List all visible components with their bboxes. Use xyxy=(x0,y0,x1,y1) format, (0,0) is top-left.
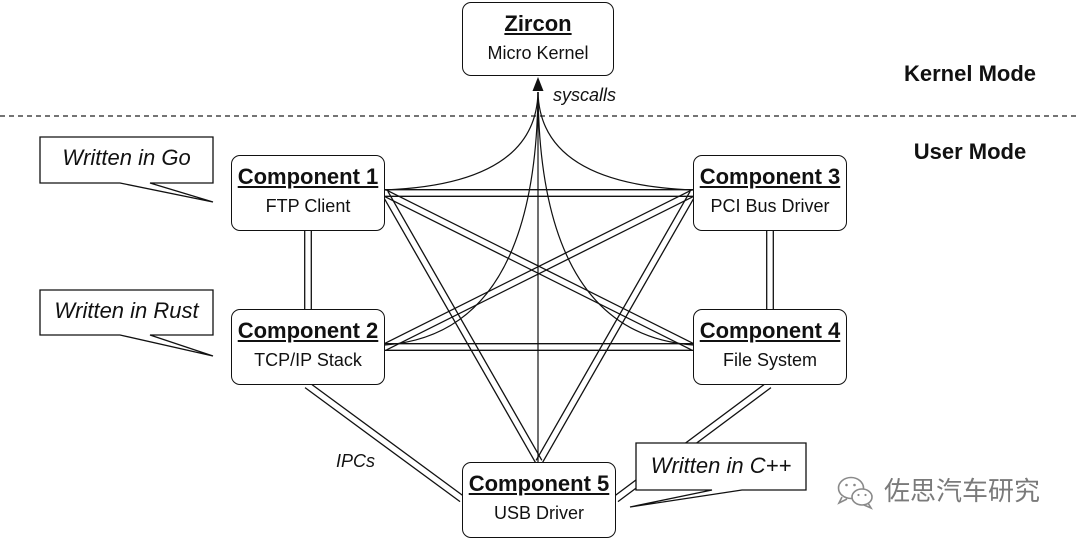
ipc-link-c3-c4 xyxy=(766,231,774,309)
syscalls-label: syscalls xyxy=(553,85,617,105)
ipc-link-c1-c3 xyxy=(385,189,693,197)
component-5-box: Component 5 USB Driver xyxy=(462,462,616,538)
callout-go-text: Written in Go xyxy=(62,145,191,170)
wechat-icon xyxy=(837,476,873,510)
zircon-kernel-box: Zircon Micro Kernel xyxy=(462,2,614,76)
ipc-link-rail xyxy=(308,381,465,497)
component-2-title: Component 2 xyxy=(237,318,379,343)
callout-cpp-shape xyxy=(629,442,807,508)
component-3-title: Component 3 xyxy=(699,164,841,189)
syscall-link-c3 xyxy=(537,91,694,191)
syscall-links xyxy=(384,91,694,462)
watermark-text: 佐思汽车研究 xyxy=(884,477,1041,507)
component-4-subtitle: File System xyxy=(722,350,818,370)
ipc-link-rail xyxy=(386,189,695,345)
user-mode-label: User Mode xyxy=(913,139,1027,164)
ipc-link-c2-c5 xyxy=(304,381,465,503)
ipc-link-rail xyxy=(304,387,461,503)
syscall-arrowhead xyxy=(532,77,544,91)
ipc-links xyxy=(304,189,774,503)
component-3-box: Component 3 PCI Bus Driver xyxy=(693,155,847,231)
component-5-subtitle: USB Driver xyxy=(493,503,584,523)
ipc-link-c1-c2 xyxy=(304,231,312,309)
ipc-link-c3-c5 xyxy=(535,191,697,464)
component-4-box: Component 4 File System xyxy=(693,309,847,385)
ipc-link-c2-c4 xyxy=(385,343,693,351)
ipc-link-rail xyxy=(541,194,697,464)
component-3-subtitle: PCI Bus Driver xyxy=(710,196,830,216)
component-1-title: Component 1 xyxy=(237,164,379,189)
ipc-link-rail xyxy=(381,194,537,464)
component-5-title: Component 5 xyxy=(468,471,610,496)
zircon-subtitle: Micro Kernel xyxy=(487,43,589,63)
callout-cpp-text: Written in C++ xyxy=(650,453,792,478)
ipc-link-rail xyxy=(387,191,543,461)
ipcs-label: IPCs xyxy=(336,451,376,471)
ipc-link-c3-c2 xyxy=(383,189,695,351)
syscall-link-c1 xyxy=(384,91,539,191)
ipc-link-c1-c4 xyxy=(383,189,695,351)
component-1-subtitle: FTP Client xyxy=(265,196,351,216)
callout-go-shape xyxy=(39,136,214,203)
kernel-mode-label: Kernel Mode xyxy=(903,61,1037,86)
ipc-link-c1-c5 xyxy=(381,191,543,464)
syscall-link-c4 xyxy=(537,91,694,346)
ipc-link-rail xyxy=(386,195,695,351)
callout-rust-text: Written in Rust xyxy=(54,298,199,323)
component-1-box: Component 1 FTP Client xyxy=(231,155,385,231)
callout-rust-shape xyxy=(39,289,214,357)
component-4-title: Component 4 xyxy=(699,318,841,343)
component-2-subtitle: TCP/IP Stack xyxy=(254,350,362,370)
ipc-link-rail xyxy=(535,191,691,461)
zircon-title: Zircon xyxy=(504,11,572,36)
component-2-box: Component 2 TCP/IP Stack xyxy=(231,309,385,385)
syscall-link-c2 xyxy=(384,91,539,346)
